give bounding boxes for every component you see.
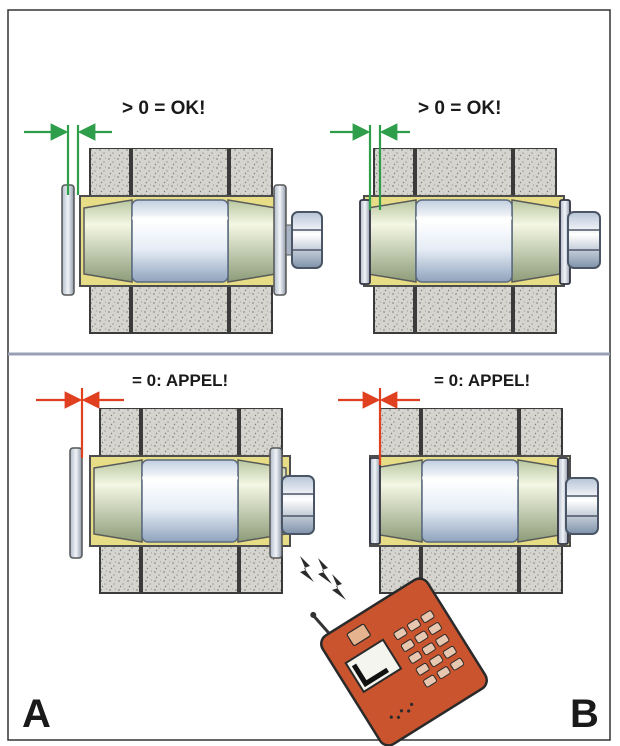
bolt-nut-icon — [565, 477, 599, 535]
caption-bottom-right: = 0: APPEL! — [434, 371, 531, 390]
gap-indicator-zero — [36, 388, 124, 458]
gap-indicator-ok — [330, 123, 410, 210]
gap-indicator-ok — [24, 123, 112, 195]
frame-border — [7, 9, 611, 741]
corner-label-a: A — [22, 692, 51, 736]
panel-top-right — [330, 123, 601, 335]
panel-bottom-left — [36, 388, 315, 595]
end-plate-left — [61, 184, 75, 296]
end-plate-left — [69, 447, 83, 559]
end-plate-right — [269, 447, 283, 559]
caption-bottom-left: = 0: APPEL! — [132, 371, 229, 390]
caption-top-left: > 0 = OK! — [122, 98, 206, 119]
panel-bottom-right — [338, 388, 599, 595]
bolt-nut-icon — [281, 475, 315, 535]
gap-indicator-zero — [338, 388, 420, 465]
bolt-nut-icon — [291, 211, 323, 269]
bolt-nut-icon — [567, 211, 601, 269]
end-plate-right — [273, 184, 287, 296]
corner-label-b: B — [570, 692, 599, 736]
end-plate-left — [359, 199, 371, 285]
end-plate-left — [369, 457, 381, 545]
phone-icon — [310, 577, 488, 746]
caption-top-right: > 0 = OK! — [418, 98, 502, 119]
signal-icon — [300, 556, 346, 600]
panel-top-left — [24, 123, 323, 335]
